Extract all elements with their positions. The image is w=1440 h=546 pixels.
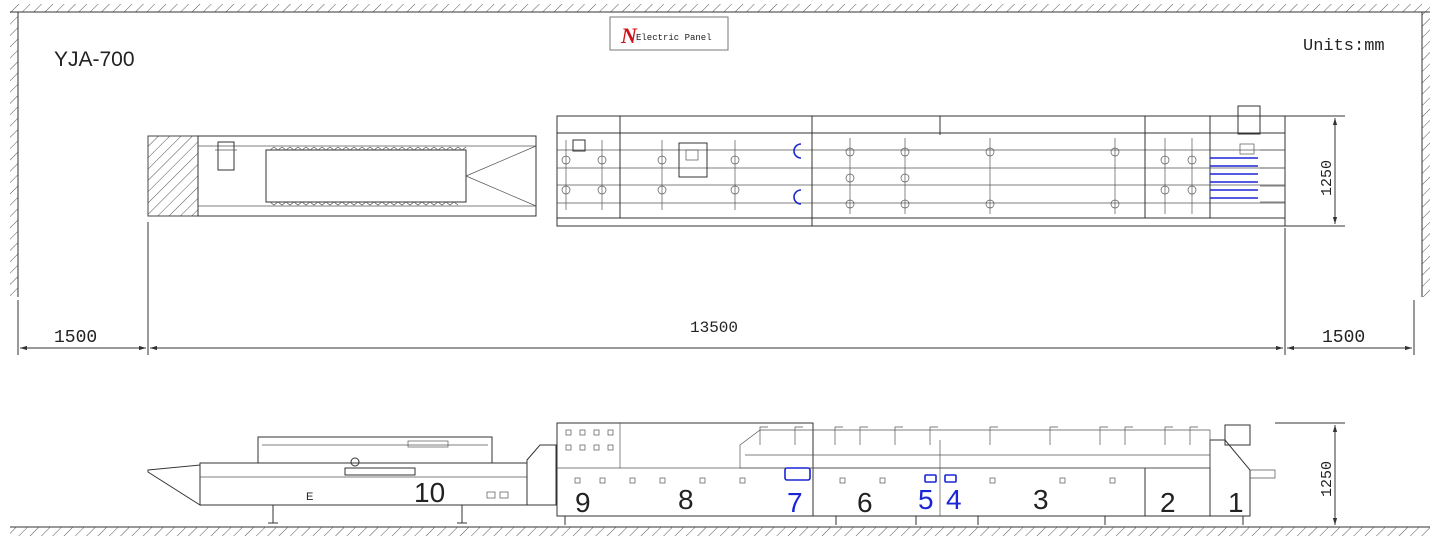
- section-8: 8: [678, 484, 694, 515]
- electric-panel-label: Electric Panel: [636, 33, 712, 43]
- gluer-top-lower: [793, 189, 802, 205]
- gluer-side-7: [784, 467, 811, 481]
- gluer-side-4: [944, 474, 957, 483]
- section-7: 7: [787, 487, 803, 518]
- top-width-label: 1250: [1319, 160, 1336, 196]
- section-3: 3: [1033, 484, 1049, 515]
- side-view: E: [10, 422, 1430, 536]
- side-height-label: 1250: [1319, 461, 1336, 497]
- section-10: 10: [414, 477, 445, 508]
- section-1: 1: [1228, 487, 1244, 518]
- model-title: YJA-700: [54, 48, 135, 71]
- section-6: 6: [857, 487, 873, 518]
- section-5: 5: [918, 484, 934, 515]
- gluer-side-5: [924, 474, 937, 483]
- left-clearance-label: 1500: [54, 328, 97, 348]
- top-view: [147, 105, 1286, 227]
- section-2: 2: [1160, 487, 1176, 518]
- room-wall-outline: [10, 4, 1430, 297]
- right-clearance-label: 1500: [1322, 328, 1365, 348]
- length-dimension: 1500 13500 1500: [17, 222, 1415, 355]
- delivery-belts-top: [1210, 157, 1258, 199]
- gluer-top-upper: [793, 143, 802, 159]
- electric-panel-icon: N: [620, 23, 638, 48]
- section-9: 9: [575, 487, 591, 518]
- side-height-dimension: 1250: [1275, 422, 1345, 525]
- top-width-dimension: 1250: [1285, 115, 1345, 227]
- section-numbers: 1 2 3 4 5 6 7 8 9 10: [414, 477, 1244, 518]
- units-label: Units:mm: [1303, 37, 1385, 56]
- electric-panel-logo: N Electric Panel: [609, 16, 729, 51]
- feeder-mark: E: [306, 491, 313, 503]
- section-4: 4: [946, 484, 962, 515]
- total-length-label: 13500: [690, 319, 738, 337]
